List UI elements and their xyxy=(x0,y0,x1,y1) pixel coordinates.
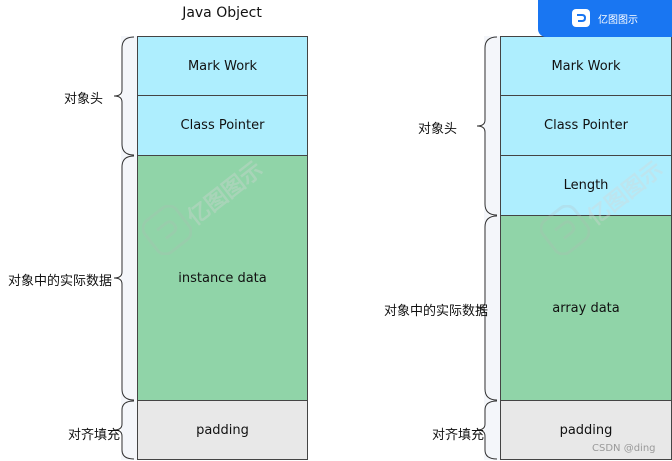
right-data-brace xyxy=(476,215,498,401)
left-mark-work-box: Mark Work xyxy=(137,36,308,96)
left-padding-box: padding xyxy=(137,400,308,460)
right-mark-work-box: Mark Work xyxy=(500,36,672,96)
watermark-logo-icon xyxy=(142,205,192,255)
left-data-label: 对象中的实际数据 xyxy=(8,274,113,289)
right-header-label: 对象头 xyxy=(418,122,458,137)
edraw-logo-icon xyxy=(572,9,590,27)
left-padding-brace xyxy=(113,400,135,460)
right-padding-box: padding xyxy=(500,400,672,460)
left-bracket-bg xyxy=(121,36,137,460)
diagram-title: Java Object xyxy=(182,5,262,21)
csdn-credit: CSDN @ding xyxy=(592,443,656,454)
right-padding-label: 对齐填充 xyxy=(432,428,485,443)
left-padding-label: 对齐填充 xyxy=(68,428,121,443)
left-header-label: 对象头 xyxy=(64,92,104,107)
edraw-badge-label: 亿图图示 xyxy=(598,15,638,26)
left-class-pointer-box: Class Pointer xyxy=(137,95,308,156)
right-data-label: 对象中的实际数据 xyxy=(384,304,489,319)
right-array-data-box: array data xyxy=(500,215,672,401)
left-header-brace xyxy=(113,36,135,156)
watermark-logo-icon-right xyxy=(540,205,590,255)
left-data-brace xyxy=(113,155,135,401)
left-instance-data-box: instance data xyxy=(137,155,308,401)
right-bracket-bg xyxy=(484,36,500,460)
edraw-badge[interactable]: 亿图图示 xyxy=(538,0,672,37)
right-class-pointer-box: Class Pointer xyxy=(500,95,672,156)
right-length-box: Length xyxy=(500,155,672,216)
right-padding-brace xyxy=(476,400,498,460)
right-header-brace xyxy=(476,36,498,216)
